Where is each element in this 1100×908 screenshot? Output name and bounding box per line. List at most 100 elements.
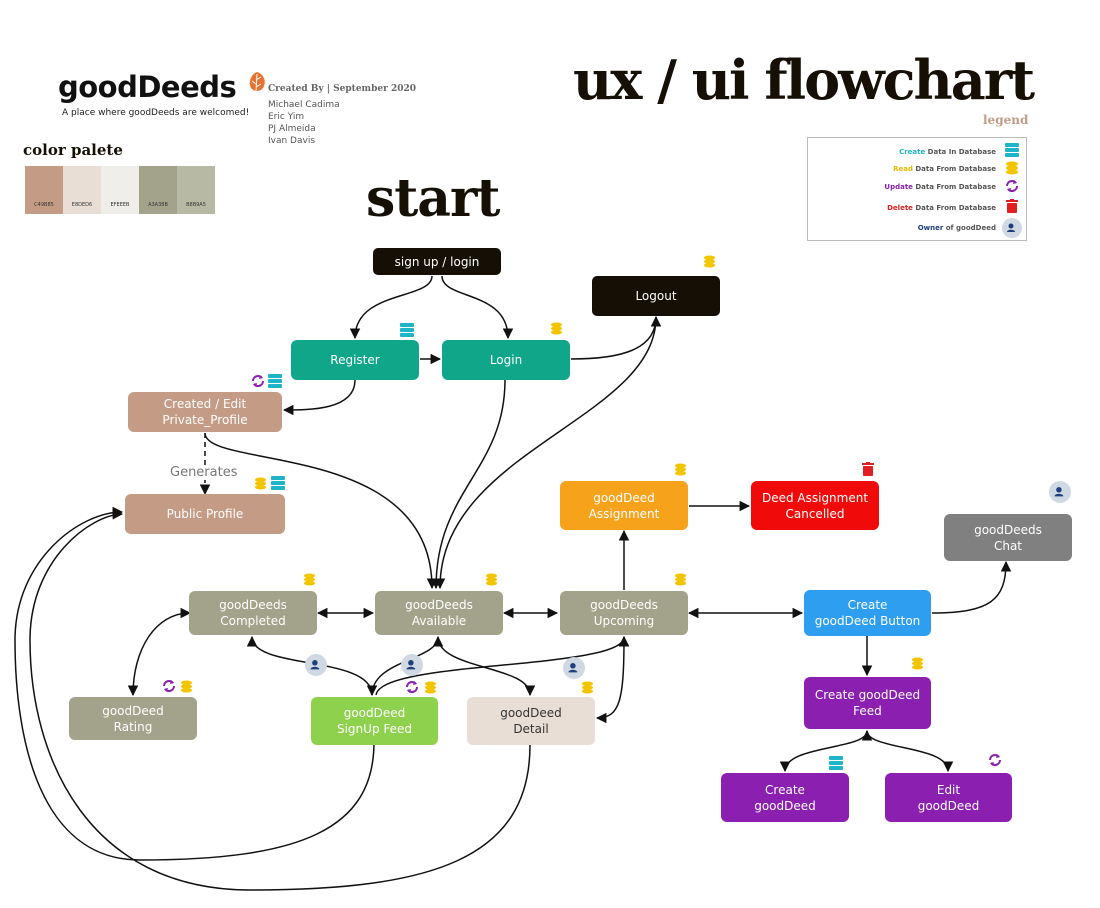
create-gooddeed-node[interactable]: Create goodDeed [721,773,849,822]
coin-stack-icon [485,573,498,586]
refresh-icon [252,375,264,387]
author-name: Ivan Davis [268,136,316,146]
logout-node[interactable]: Logout [592,276,720,316]
owner-user-icon [563,657,585,679]
legend-verb: Owner [917,224,944,232]
edge-signup-register [349,275,433,340]
author-list: Michael Cadima Eric Yim PJ Almeida Ivan … [268,99,340,147]
swatch-label: B8B9A5 [186,202,206,208]
coin-stack-icon [254,477,267,490]
login-node[interactable]: Login [442,340,570,380]
legend-verb: Create [899,148,926,156]
database-stack-icon [1005,143,1019,157]
private-profile-node[interactable]: Created / Edit Private_Profile [128,392,282,432]
edit-gooddeed-node[interactable]: Edit goodDeed [885,773,1012,822]
swatch-label: E8DED6 [71,202,93,208]
legend-text: Data From Database [912,183,996,191]
upcoming-node[interactable]: goodDeeds Upcoming [560,591,688,635]
available-node[interactable]: goodDeeds Available [375,591,503,635]
legend-item-update: Update Data From Database [884,183,996,191]
legend-verb: Read [893,165,913,173]
coin-stack-icon [581,681,594,694]
generates-label: Generates [168,465,240,480]
owner-user-icon [1002,218,1022,238]
legend-item-owner: Owner of goodDeed [918,224,996,232]
detail-node[interactable]: goodDeed Detail [467,697,595,745]
coin-stack-icon [674,573,687,586]
color-palette: C49B85 E8DED6 EFEEEB A3A38B B8B9A5 [25,166,215,214]
legend-text: Data From Database [912,204,996,212]
start-label: start [366,168,500,229]
edge-available-detail [437,636,536,697]
coin-stack-icon [303,573,316,586]
database-stack-icon [829,756,843,770]
edge-feed-create [779,729,873,773]
signup-feed-node[interactable]: goodDeed SignUp Feed [311,697,438,745]
legend-item-delete: Delete Data From Database [887,204,996,212]
edge-register-profile [282,379,356,416]
create-feed-node[interactable]: Create goodDeed Feed [804,677,931,729]
refresh-icon [406,681,418,693]
legend-verb: Delete [887,204,913,212]
legend-item-read: Read Data From Database [893,165,996,173]
register-node[interactable]: Register [291,340,419,380]
swatch-label: C49B85 [34,202,54,208]
trash-icon [862,462,874,476]
cancelled-node[interactable]: Deed Assignment Cancelled [751,481,879,530]
palette-swatch: E8DED6 [63,166,101,214]
edge-profile-available [204,432,438,590]
author-name: Michael Cadima [268,100,340,110]
swatch-label: EFEEEB [110,202,130,208]
edge-upcoming-detail [595,635,630,724]
page-title: ux / ui flowchart [573,48,1035,112]
edge-detail-public [29,509,531,891]
palette-swatch: A3A38B [139,166,177,214]
logo: goodDeeds [58,70,268,104]
palette-swatch: B8B9A5 [177,166,215,214]
created-by: Created By | September 2020 [268,84,417,94]
edge-feed-edit [866,730,954,773]
swatch-label: A3A38B [148,202,168,208]
database-stack-icon [400,323,414,337]
owner-user-icon [1049,481,1071,503]
chat-node[interactable]: goodDeeds Chat [944,514,1072,561]
create-gooddeed-button-node[interactable]: Create goodDeed Button [804,590,931,636]
palette-heading: color palete [23,141,123,159]
edge-login-logout [570,315,662,360]
coin-stack-icon [703,255,716,268]
coin-stack-icon [674,463,687,476]
coin-stack-icon [180,680,193,693]
coin-stack-icon [1006,161,1018,175]
legend-text: Data In Database [925,148,996,156]
edge-signupfeed-public [14,506,375,861]
refresh-icon [1006,180,1018,192]
leaf-icon [249,72,265,93]
legend-box: Create Data In Database Read Data From D… [807,137,1027,241]
edge-completed-rating [127,607,192,697]
public-profile-node[interactable]: Public Profile [125,494,285,534]
owner-user-icon [305,654,327,676]
database-stack-icon [268,374,282,388]
rating-node[interactable]: goodDeed Rating [69,697,197,740]
edge-login-available [430,379,506,590]
database-stack-icon [271,476,285,490]
author-name: PJ Almeida [268,124,316,134]
author-name: Eric Yim [268,112,305,122]
refresh-icon [989,754,1001,766]
edge-createbtn-chat [931,560,1012,614]
legend-item-create: Create Data In Database [899,148,996,156]
palette-swatch: C49B85 [25,166,63,214]
legend-text: Data From Database [912,165,996,173]
logo-text: goodDeeds [58,70,237,104]
coin-stack-icon [424,681,437,694]
tagline: A place where goodDeeds are welcomed! [62,108,250,118]
signup-login-button[interactable]: sign up / login [373,248,501,275]
coin-stack-icon [911,657,924,670]
legend-text: of goodDeed [943,224,996,232]
completed-node[interactable]: goodDeeds Completed [189,591,317,635]
owner-user-icon [401,654,423,676]
legend-verb: Update [884,183,913,191]
refresh-icon [163,680,175,692]
assignment-node[interactable]: goodDeed Assignment [560,481,688,530]
